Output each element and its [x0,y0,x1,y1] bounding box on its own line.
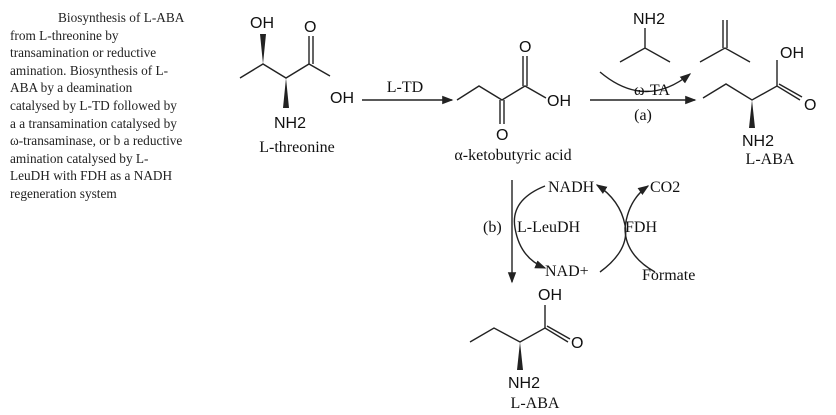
l-aba-bottom-structure: OH O NH2 L-ABA [469,287,583,412]
aba-right-nh2: NH2 [742,133,774,150]
formate-label: Formate [642,267,695,284]
l-threonine-structure: OH O OH NH2 L-threonine [239,15,354,156]
leudh-label: L-LeuDH [517,219,581,236]
keto-o-top: O [519,39,531,56]
threonine-oh-top: OH [250,15,274,32]
aba-right-o: O [804,97,816,114]
transamination-curved-arrow [599,71,692,93]
threonine-label: L-threonine [259,139,335,156]
threonine-oh: OH [330,90,354,107]
nad-label: NAD+ [545,263,589,280]
keto-oh: OH [547,93,571,110]
route-a-label: (a) [634,107,652,124]
nadh-regeneration-curve [595,184,627,273]
aba-bottom-label: L-ABA [511,395,560,412]
aba-bottom-oh: OH [538,287,562,304]
aba-bottom-o: O [571,335,583,352]
threonine-o: O [304,19,316,36]
formate-curve [624,185,656,273]
keto-label: α-ketobutyric acid [454,147,571,164]
fdh-label: FDH [625,219,657,236]
figure-caption: Biosynthesis of L-ABA from L-threonine b… [10,10,184,201]
alpha-ketobutyric-acid-structure: O O OH α-ketobutyric acid [454,39,571,164]
ltd-label: L-TD [387,79,423,96]
leudh-curve [513,185,547,269]
isopropylamine-nh2: NH2 [633,11,665,28]
threonine-nh2: NH2 [274,115,306,132]
isobutene-structure [699,20,751,63]
route-b-label: (b) [483,219,502,236]
keto-o-bottom: O [496,127,508,144]
aba-bottom-nh2: NH2 [508,375,540,392]
l-aba-right-structure: OH O NH2 L-ABA [702,45,816,168]
aba-right-label: L-ABA [746,151,795,168]
isopropylamine-structure: NH2 [619,11,671,63]
nadh-label: NADH [548,179,595,196]
aba-right-oh: OH [780,45,804,62]
omega-ta-label: ω-TA [634,82,670,99]
co2-label: CO2 [650,179,680,196]
